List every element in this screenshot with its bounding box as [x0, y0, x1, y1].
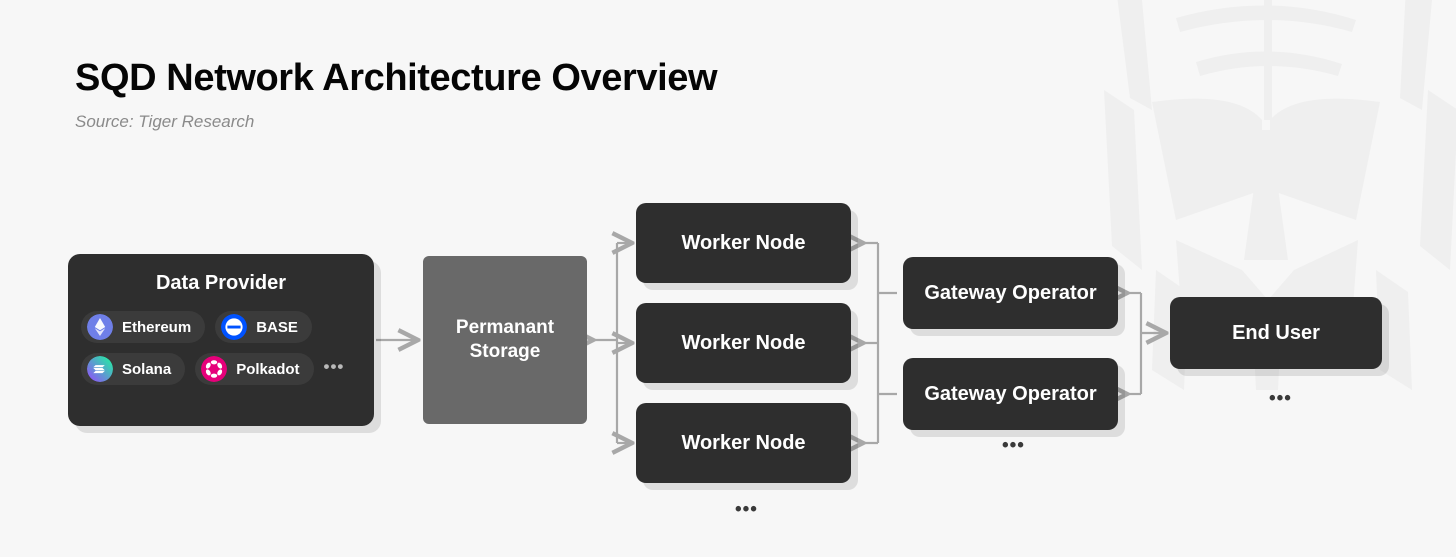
gateway-operator-node[interactable]: Gateway Operator	[903, 257, 1118, 329]
chain-label: Polkadot	[236, 360, 300, 378]
solana-icon	[87, 356, 113, 382]
end-user-more-indicator: •••	[1269, 388, 1292, 409]
worker-node[interactable]: Worker Node	[636, 403, 851, 483]
gateway-more-indicator: •••	[1002, 435, 1025, 456]
permanent-storage-node[interactable]: Permanant Storage	[423, 256, 587, 424]
base-icon	[221, 314, 248, 340]
chain-chip-polkadot[interactable]: Polkadot	[195, 353, 314, 385]
data-provider-node[interactable]: Data Provider Ethereum	[68, 254, 374, 426]
worker-more-indicator: •••	[735, 499, 758, 520]
chain-chip-base[interactable]: BASE	[215, 311, 312, 343]
gateway-operator-label: Gateway Operator	[924, 382, 1097, 405]
chain-label: Ethereum	[122, 318, 192, 336]
source-note: Source: Tiger Research	[75, 111, 255, 131]
header: SQD Network Architecture Overview Source…	[75, 57, 718, 132]
worker-node[interactable]: Worker Node	[636, 203, 851, 283]
ethereum-icon	[87, 314, 113, 340]
chain-chip-list: Ethereum BASE	[68, 311, 374, 385]
chain-more-indicator: •••	[323, 356, 345, 376]
permanent-storage-line2: Storage	[469, 341, 541, 362]
polkadot-icon	[201, 356, 228, 382]
end-user-label: End User	[1232, 321, 1320, 344]
gateway-operator-label: Gateway Operator	[924, 281, 1097, 304]
chain-chip-solana[interactable]: Solana	[81, 353, 186, 385]
permanent-storage-line1: Permanant	[455, 317, 555, 339]
chain-chip-ethereum[interactable]: Ethereum	[81, 311, 206, 343]
end-user-node[interactable]: End User	[1170, 297, 1382, 369]
chain-row: Ethereum BASE	[81, 311, 361, 343]
page-title: SQD Network Architecture Overview	[75, 57, 718, 99]
chain-label: Solana	[122, 360, 172, 378]
worker-node-label: Worker Node	[681, 431, 806, 454]
data-provider-title: Data Provider	[155, 272, 287, 294]
worker-node-label: Worker Node	[681, 331, 806, 354]
permanent-storage-label: Permanant Storage	[456, 316, 554, 364]
chain-row: Solana Polkadot •••	[81, 353, 361, 385]
gateway-operator-node[interactable]: Gateway Operator	[903, 358, 1118, 430]
worker-node-label: Worker Node	[681, 231, 806, 254]
chain-label: BASE	[256, 318, 298, 336]
worker-node[interactable]: Worker Node	[636, 303, 851, 383]
